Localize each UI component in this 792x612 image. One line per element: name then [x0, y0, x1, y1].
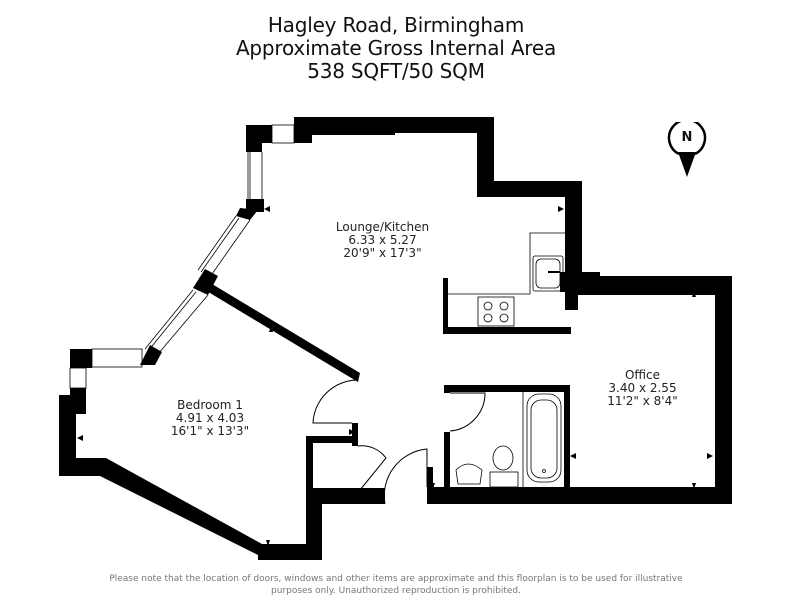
walls — [59, 117, 732, 560]
room-imperial: 20'9" x 17'3" — [343, 246, 422, 260]
radiator-markers — [77, 122, 713, 546]
compass-label: N — [681, 130, 693, 145]
doors — [312, 379, 486, 505]
area-label: Approximate Gross Internal Area — [235, 36, 557, 60]
room-bedroom-1: Bedroom 1 4.91 x 4.03 16'1" x 13'3" — [140, 399, 280, 438]
room-imperial: 16'1" x 13'3" — [170, 424, 250, 438]
windows — [69, 124, 295, 389]
compass: N — [665, 118, 709, 180]
room-lounge-kitchen: Lounge/Kitchen 6.33 x 5.27 20'9" x 17'3" — [310, 221, 455, 260]
disclaimer-line-2: purposes only. Unauthorized reproduction… — [271, 586, 521, 596]
room-name: Lounge/Kitchen — [335, 220, 430, 234]
room-metric: 4.91 x 4.03 — [175, 411, 245, 425]
area-value: 538 SQFT/50 SQM — [307, 59, 485, 83]
disclaimer: Please note that the location of doors, … — [90, 573, 702, 597]
room-metric: 3.40 x 2.55 — [608, 381, 677, 395]
room-metric: 6.33 x 5.27 — [348, 233, 417, 247]
address-title: Hagley Road, Birmingham — [267, 13, 525, 37]
disclaimer-line-1: Please note that the location of doors, … — [109, 574, 683, 584]
kitchen-fixtures — [448, 232, 565, 327]
room-office: Office 3.40 x 2.55 11'2" x 8'4" — [585, 369, 700, 408]
room-name: Office — [624, 368, 661, 382]
room-imperial: 11'2" x 8'4" — [607, 394, 678, 408]
room-name: Bedroom 1 — [177, 398, 243, 412]
bathroom-fixtures — [455, 392, 562, 488]
